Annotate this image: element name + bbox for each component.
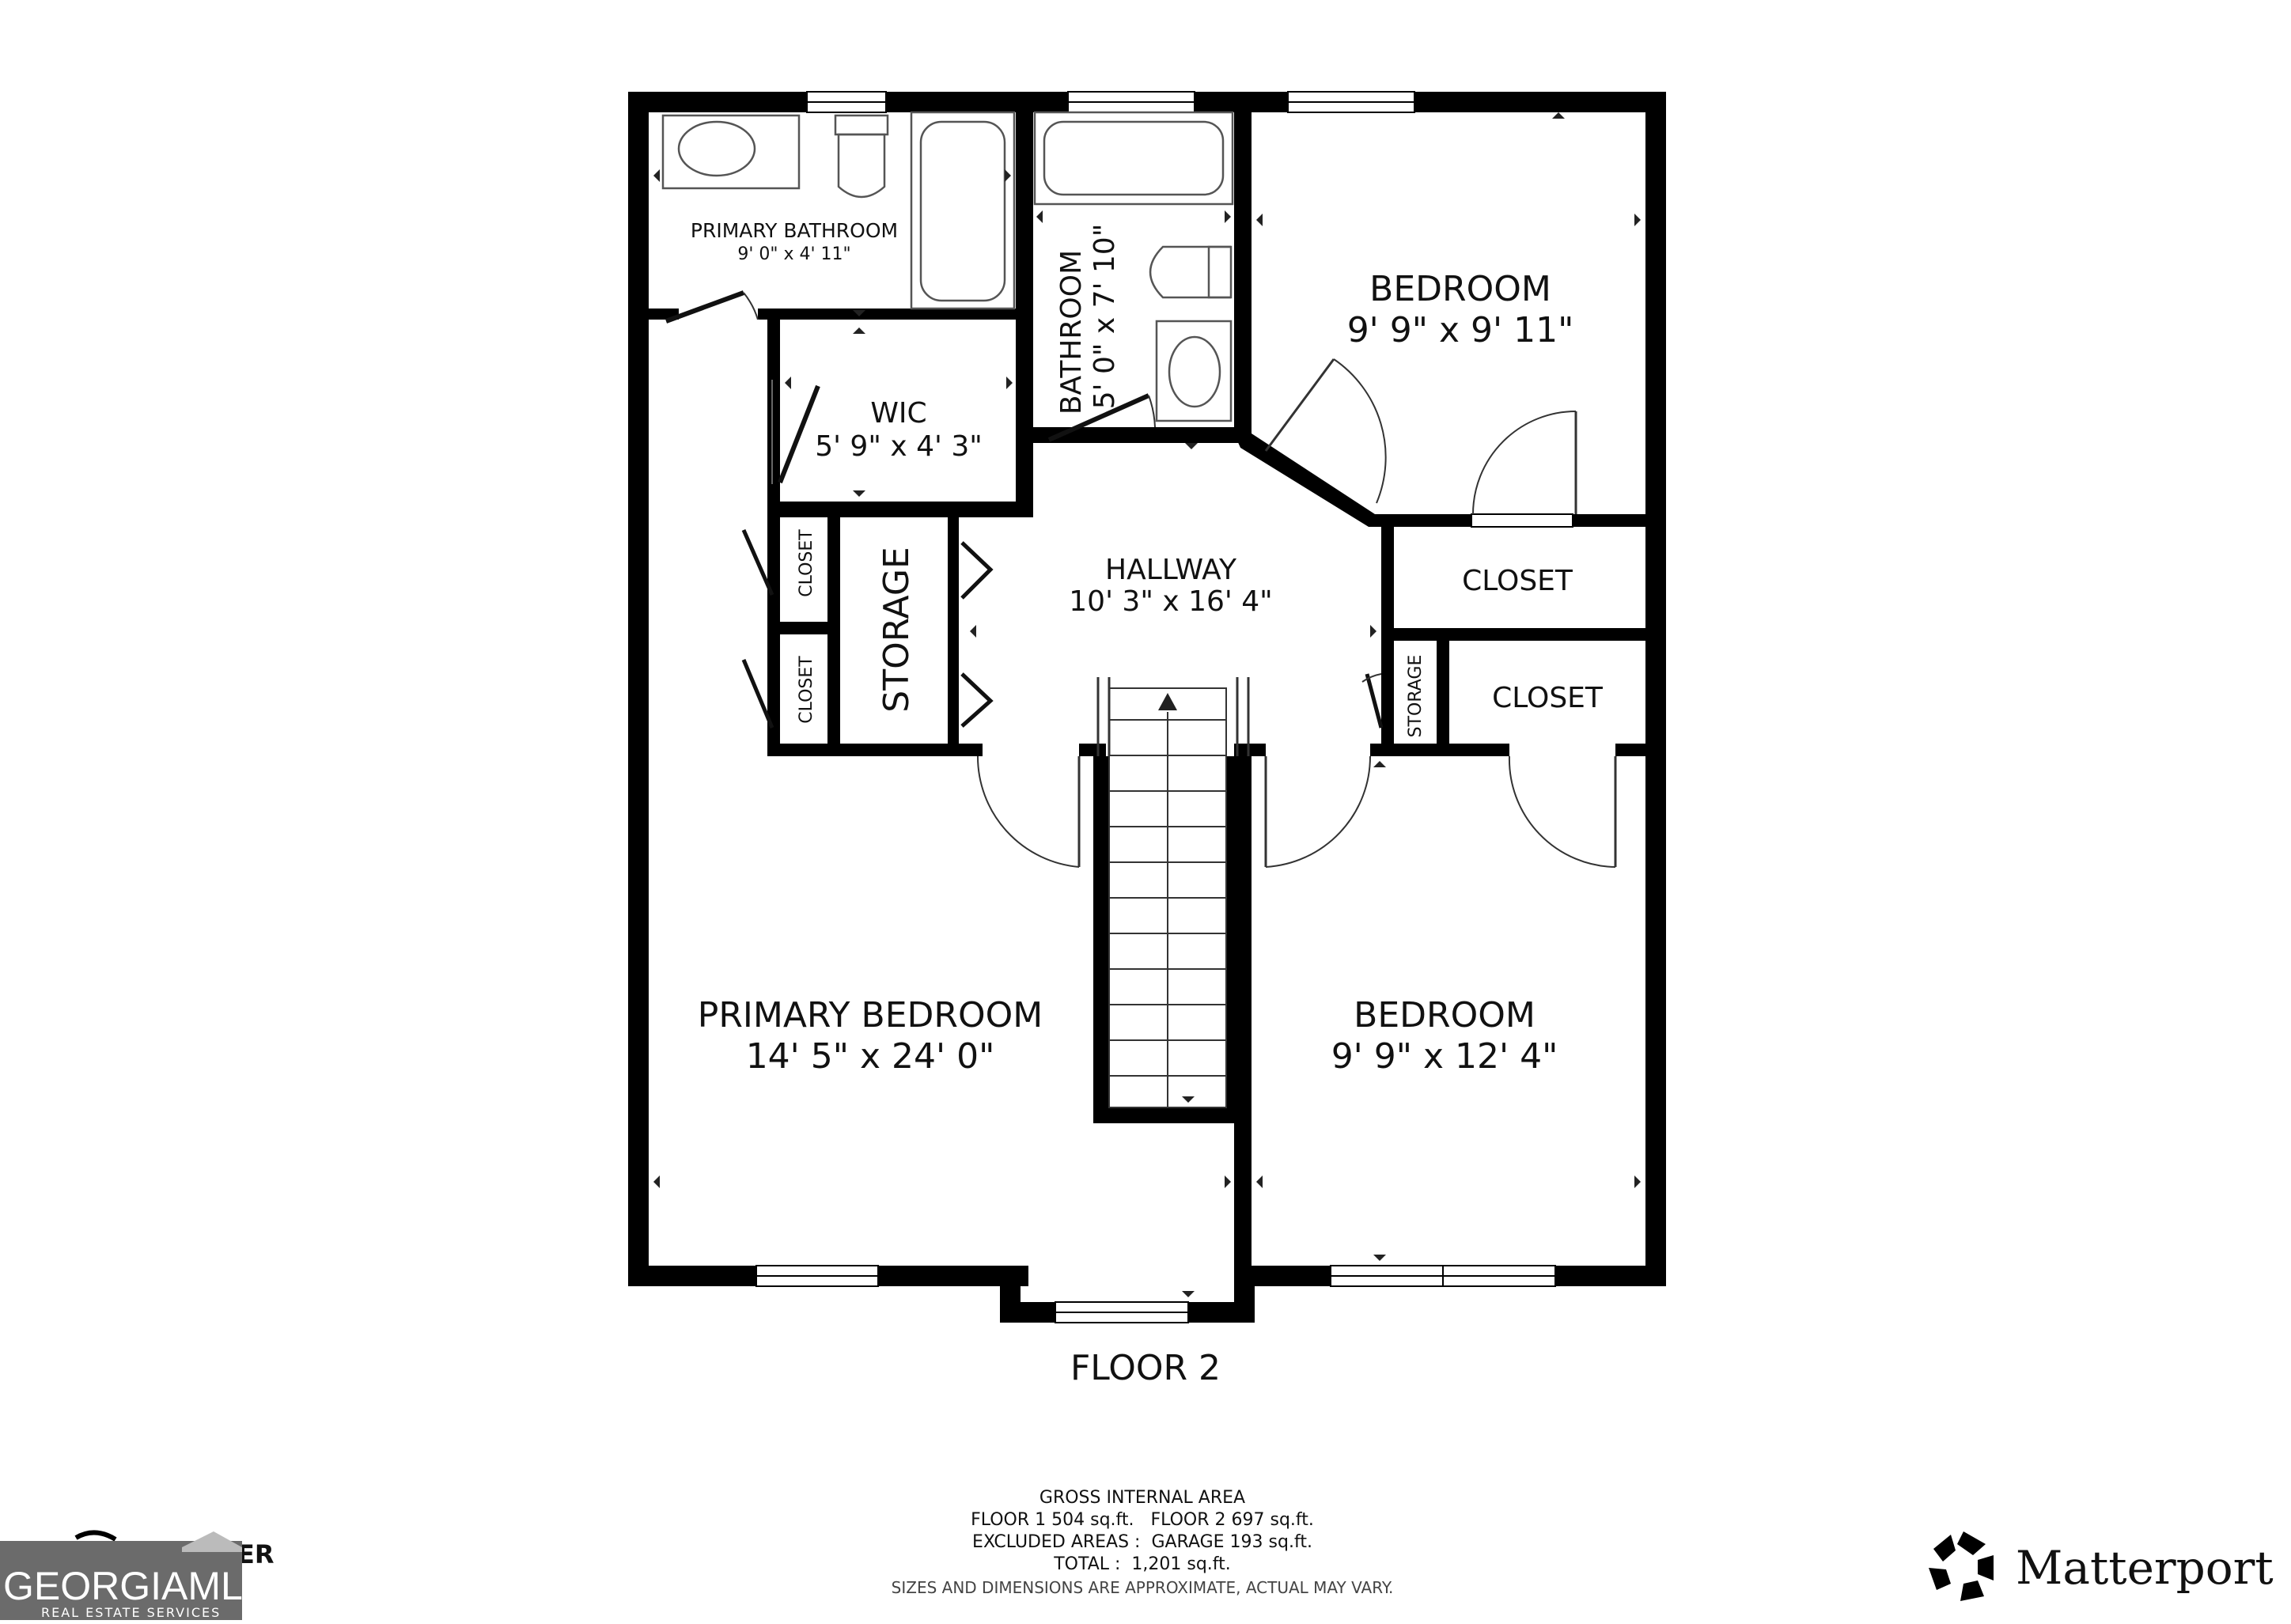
wic-name: WIC	[870, 397, 926, 430]
dimension-markers	[653, 112, 1641, 1297]
interior-walls	[649, 92, 1647, 1286]
matterport-text: Matterport	[2016, 1541, 2274, 1595]
area-floors: FLOOR 1 504 sq.ft. FLOOR 2 697 sq.ft.	[971, 1510, 1314, 1530]
bathroom-dims: 5' 0" x 7' 10"	[1089, 224, 1121, 410]
matterport-icon	[1929, 1531, 1994, 1601]
bedroom-bottom-name: BEDROOM	[1354, 995, 1536, 1035]
doors	[665, 290, 1617, 868]
primary-bedroom-dims: 14' 5" x 24' 0"	[746, 1036, 995, 1077]
storage-small-label: STORAGE	[1406, 655, 1426, 738]
staircase	[1096, 677, 1250, 1108]
closet-right-1-label: CLOSET	[1462, 565, 1573, 597]
closet-left-2-label: CLOSET	[797, 656, 816, 724]
area-title: GROSS INTERNAL AREA	[1039, 1488, 1245, 1508]
bathroom-name: BATHROOM	[1055, 250, 1088, 415]
storage-main-label: STORAGE	[877, 547, 917, 712]
bathroom-fixtures	[1033, 111, 1234, 422]
closet-left-1-label: CLOSET	[797, 529, 816, 597]
matterport-logo: Matterport	[1929, 1531, 2274, 1601]
wic-dims: 5' 9" x 4' 3"	[815, 430, 983, 463]
bedroom-top-dims: 9' 9" x 9' 11"	[1347, 310, 1574, 350]
area-total: TOTAL : 1,201 sq.ft.	[1053, 1554, 1231, 1574]
georgia-mls-subtext: REAL ESTATE SERVICES	[41, 1605, 221, 1620]
georgia-mls-logo: ER GEORGIAMLS REAL ESTATE SERVICES	[0, 1530, 275, 1620]
room-labels: PRIMARY BATHROOM 9' 0" x 4' 11" BATHROOM…	[691, 219, 1604, 1077]
georgia-mls-text: GEORGIAMLS	[3, 1564, 269, 1608]
doorway-threshold	[1471, 513, 1573, 528]
area-disclaimer: SIZES AND DIMENSIONS ARE APPROXIMATE, AC…	[892, 1578, 1394, 1597]
closet-right-2-label: CLOSET	[1492, 682, 1604, 714]
primary-bathroom-fixtures	[661, 111, 1016, 310]
primary-bathroom-name: PRIMARY BATHROOM	[691, 219, 898, 242]
bedroom-bottom-dims: 9' 9" x 12' 4"	[1331, 1036, 1558, 1077]
bedroom-top-name: BEDROOM	[1369, 269, 1551, 309]
windows	[755, 91, 1556, 1323]
partial-brand-text: ER	[237, 1539, 275, 1569]
area-excluded: EXCLUDED AREAS : GARAGE 193 sq.ft.	[972, 1532, 1312, 1552]
floor-label: FLOOR 2	[1070, 1348, 1221, 1388]
hallway-name: HALLWAY	[1105, 554, 1237, 586]
area-summary: GROSS INTERNAL AREA FLOOR 1 504 sq.ft. F…	[892, 1488, 1394, 1597]
hallway-dims: 10' 3" x 16' 4"	[1069, 585, 1272, 618]
primary-bathroom-dims: 9' 0" x 4' 11"	[737, 244, 850, 264]
primary-bedroom-name: PRIMARY BEDROOM	[698, 995, 1043, 1035]
